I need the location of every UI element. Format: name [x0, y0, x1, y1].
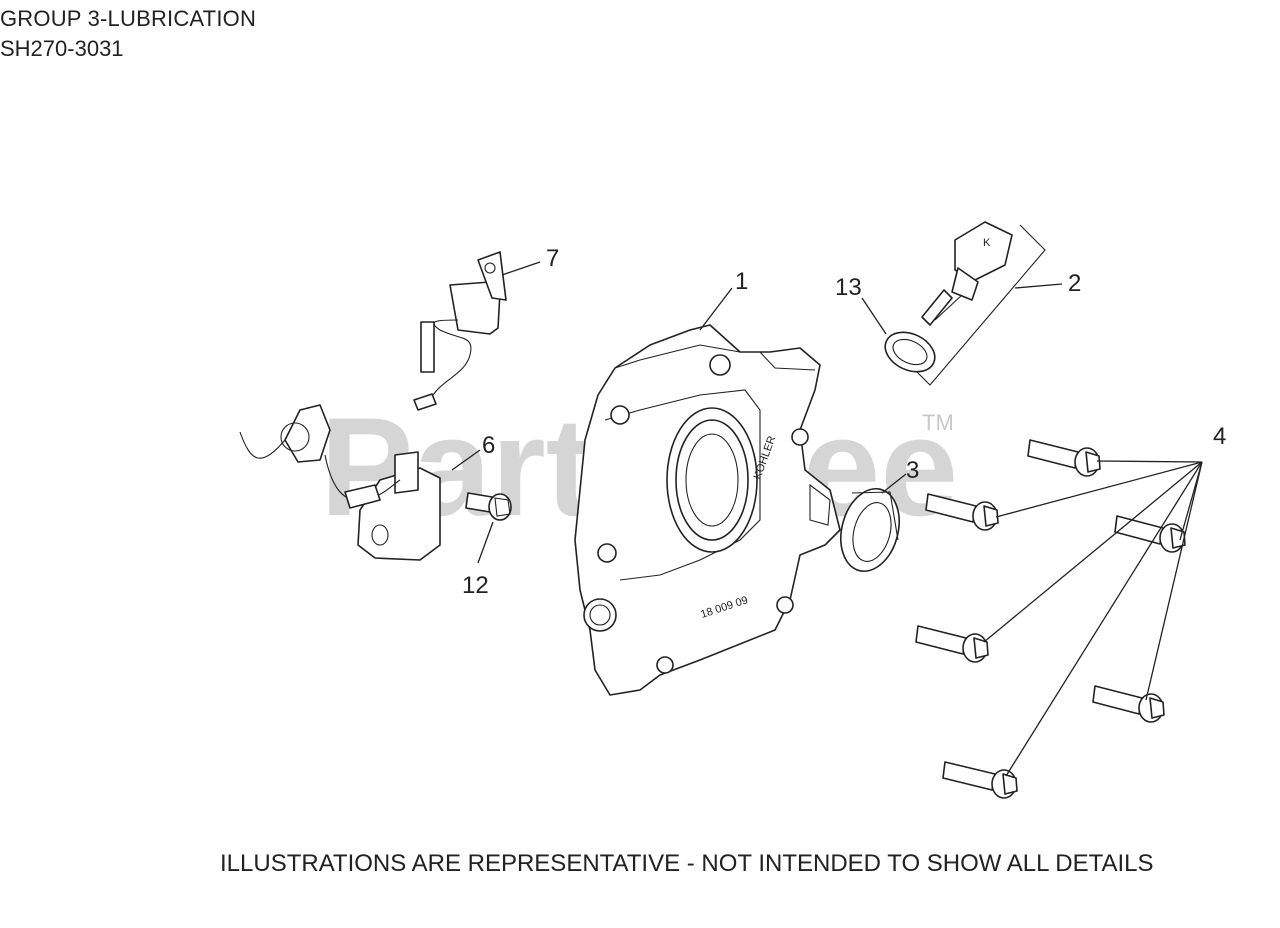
part-3-oil-seal[interactable] [832, 482, 908, 578]
part-6-oil-sensor[interactable] [239, 404, 441, 561]
leader-lines [451, 261, 1203, 777]
callout-1[interactable]: 1 [735, 268, 748, 295]
callout-12[interactable]: 12 [462, 572, 489, 599]
part-1-crankcase-cover[interactable]: KOHLER 18 009 09 [574, 324, 841, 696]
disclaimer-text: ILLUSTRATIONS ARE REPRESENTATIVE - NOT I… [220, 850, 1154, 877]
part-2-dipstick[interactable]: K [904, 221, 1046, 386]
bolt-1 [1027, 439, 1101, 477]
callout-3[interactable]: 3 [906, 457, 919, 484]
dipstick-logo-mark: K [983, 237, 991, 249]
callout-6[interactable]: 6 [482, 432, 495, 459]
part-13-o-ring[interactable] [879, 325, 941, 380]
part-7-oil-sentry-module[interactable] [413, 251, 507, 411]
bolt-2 [925, 493, 999, 531]
model-number: SH270-3031 [0, 36, 124, 61]
bolt-3 [1114, 515, 1186, 553]
callout-7[interactable]: 7 [546, 245, 559, 272]
bolt-6 [942, 761, 1018, 799]
header: GROUP 3-LUBRICATION SH270-3031 [0, 4, 256, 64]
callouts: 1 2 3 4 6 7 12 13 [462, 245, 1226, 599]
watermark-trademark: TM [922, 410, 954, 435]
bolt-5 [1092, 685, 1165, 723]
bolt-4 [915, 625, 989, 663]
callout-13[interactable]: 13 [835, 274, 862, 301]
part-4-flange-bolts[interactable] [915, 439, 1186, 799]
part-12-flange-nut[interactable] [465, 492, 512, 521]
callout-2[interactable]: 2 [1068, 270, 1081, 297]
callout-4[interactable]: 4 [1213, 423, 1226, 450]
diagram-title: GROUP 3-LUBRICATION [0, 6, 257, 31]
